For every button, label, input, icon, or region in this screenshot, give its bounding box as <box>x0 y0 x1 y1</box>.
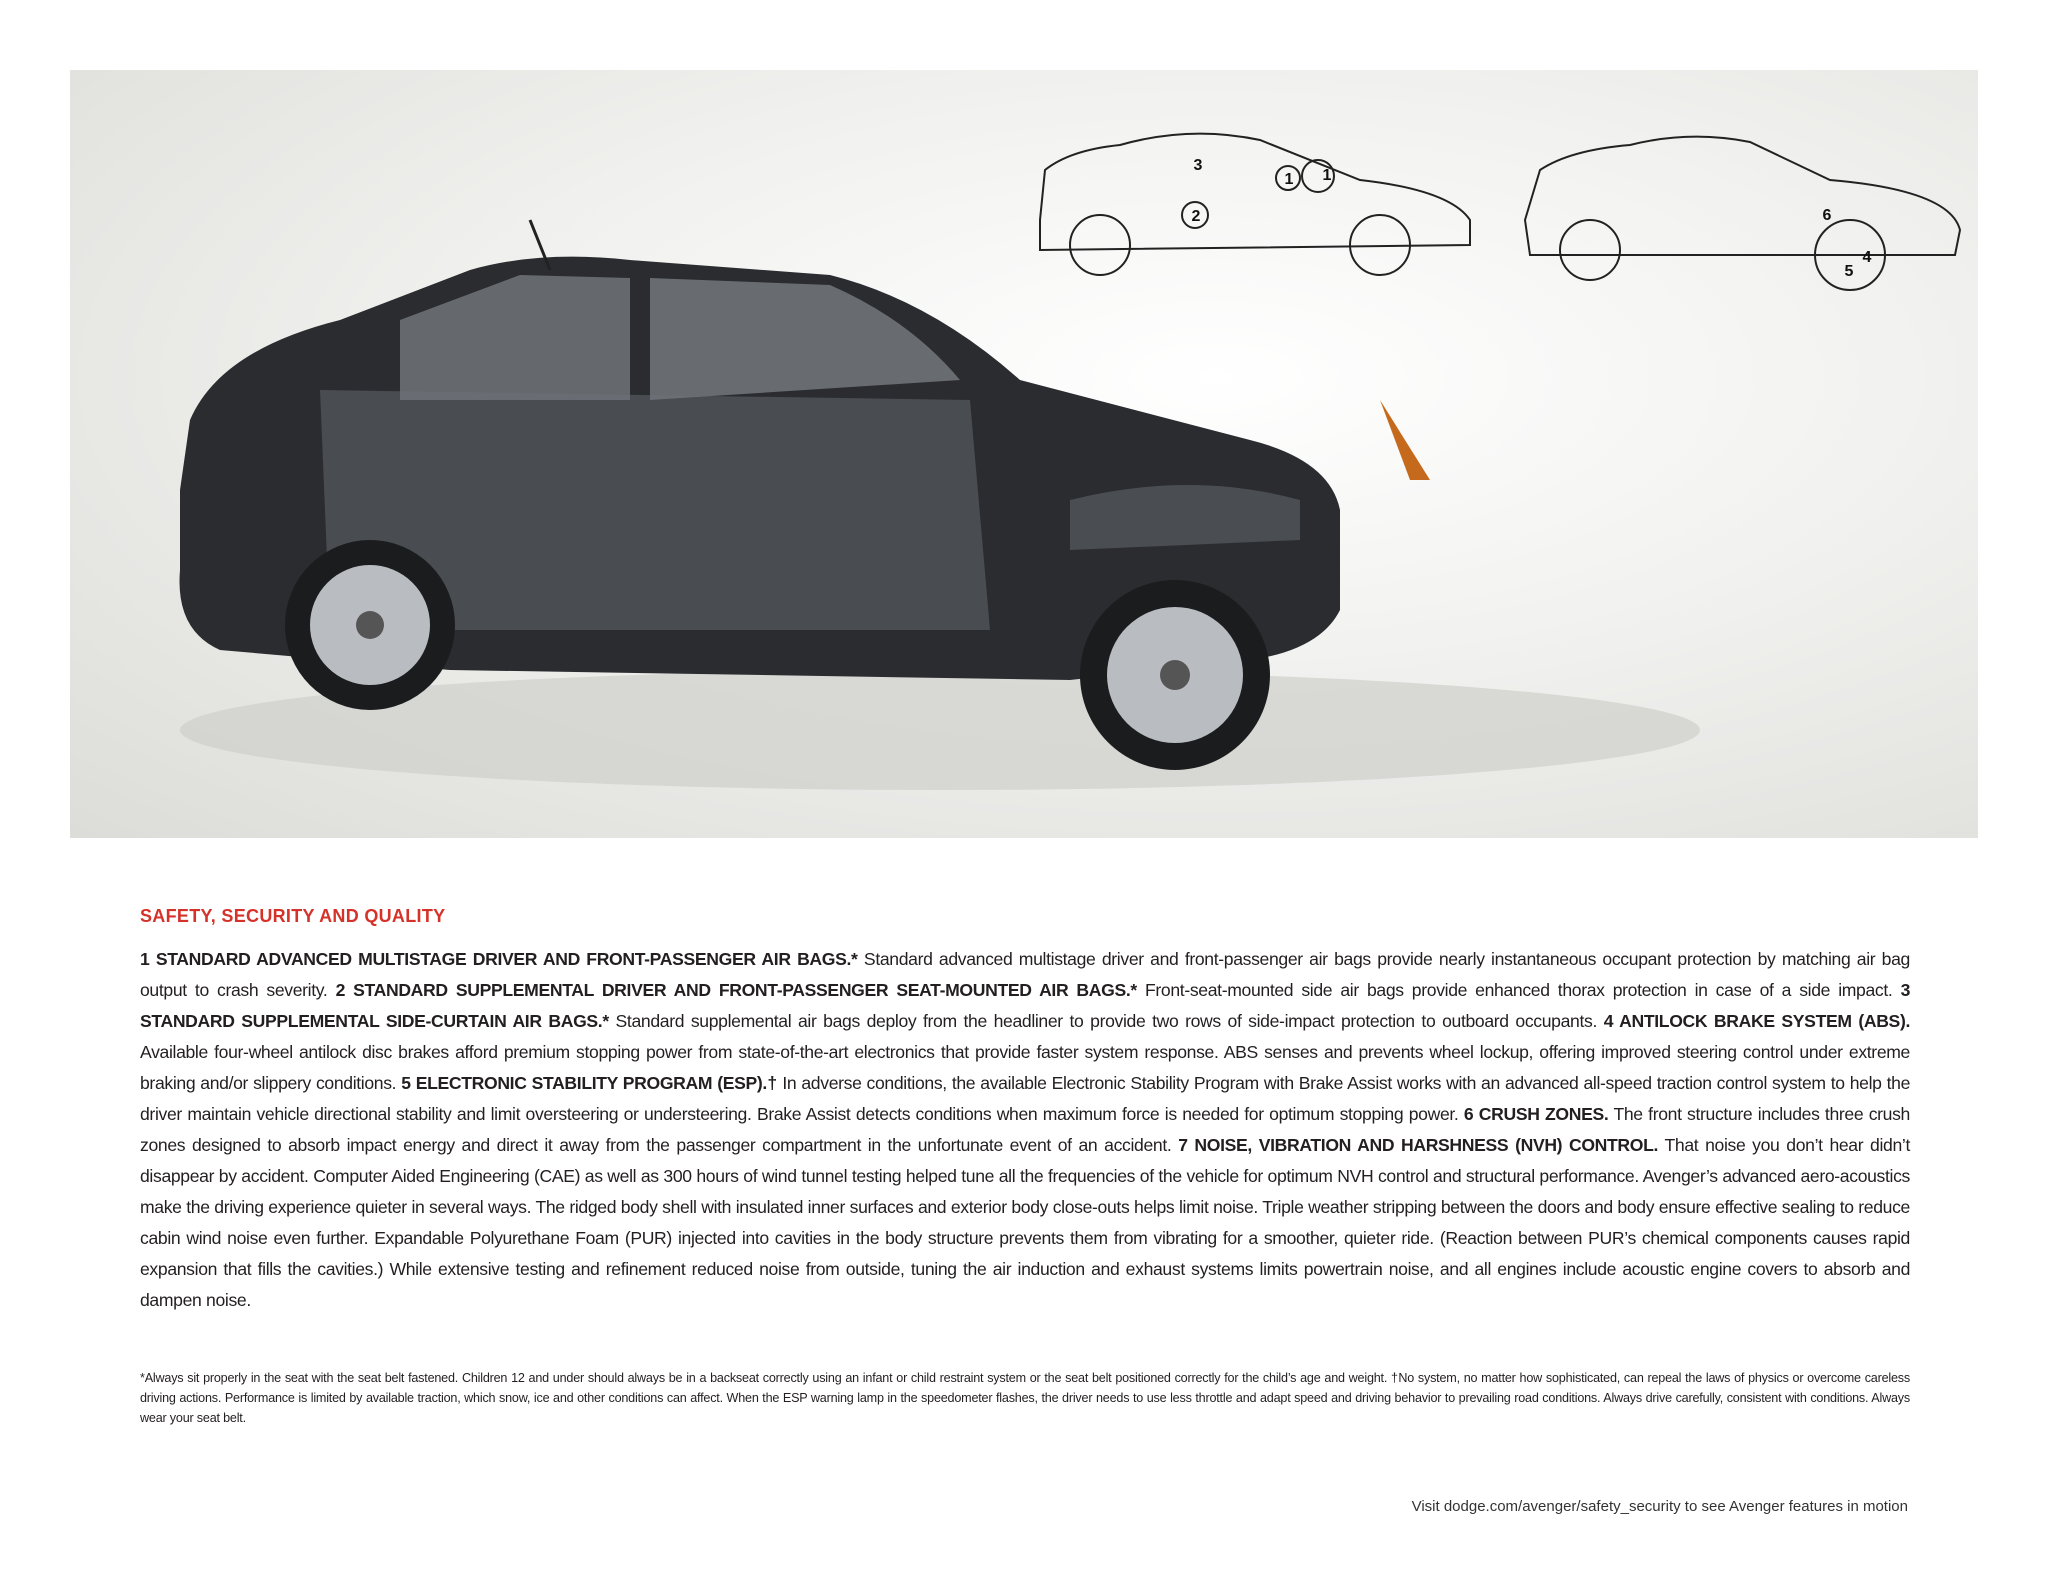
car-cutaway-illustration: 1 1 2 3 6 4 5 <box>179 132 1962 790</box>
feature-title: 1 STANDARD ADVANCED MULTISTAGE DRIVER AN… <box>140 949 858 969</box>
feature-text: Standard supplemental air bags deploy fr… <box>608 1011 1604 1031</box>
feature-title: 4 ANTILOCK BRAKE SYSTEM (ABS). <box>1603 1011 1911 1031</box>
feature-text: Front-seat-mounted side air bags provide… <box>1136 980 1901 1000</box>
callout-6: 6 <box>1823 207 1832 224</box>
feature-text: In adverse conditions, the available Ele… <box>140 1073 1911 1124</box>
callout-2: 2 <box>1192 208 1201 225</box>
feature-text: The front structure includes three crush… <box>140 1104 1910 1155</box>
section-heading: SAFETY, SECURITY AND QUALITY <box>140 906 446 926</box>
callout-5: 5 <box>1845 263 1854 280</box>
feature-title: 2 STANDARD SUPPLEMENTAL DRIVER AND FRONT… <box>335 980 1138 1000</box>
hero-car-image: 1 1 2 3 6 4 5 <box>70 70 1978 838</box>
feature-text: Available four-wheel antilock disc brake… <box>140 1042 1910 1093</box>
brake-crush-diagram <box>1523 135 1962 291</box>
features-body: 1 STANDARD ADVANCED MULTISTAGE DRIVER AN… <box>140 944 1910 1316</box>
callout-3: 3 <box>1194 157 1203 174</box>
callout-4: 4 <box>1863 249 1872 266</box>
visit-website-text: Visit dodge.com/avenger/safety_security … <box>1411 1498 1908 1515</box>
callout-1a: 1 <box>1285 171 1294 188</box>
callout-1b: 1 <box>1323 167 1332 184</box>
footnote: *Always sit properly in the seat with th… <box>140 1371 1910 1425</box>
feature-title: 7 NOISE, VIBRATION AND HARSHNESS (NVH) C… <box>1178 1135 1659 1155</box>
feature-text: Standard advanced multistage driver and … <box>140 949 1910 1000</box>
airbag-diagram <box>1039 132 1471 276</box>
feature-title: 3 STANDARD SUPPLEMENTAL SIDE-CURTAIN AIR… <box>140 980 1910 1031</box>
feature-text: That noise you don’t hear didn’t disappe… <box>140 1135 1910 1310</box>
feature-title: 5 ELECTRONIC STABILITY PROGRAM (ESP).† <box>401 1073 778 1093</box>
feature-title: 6 CRUSH ZONES. <box>1463 1104 1609 1124</box>
